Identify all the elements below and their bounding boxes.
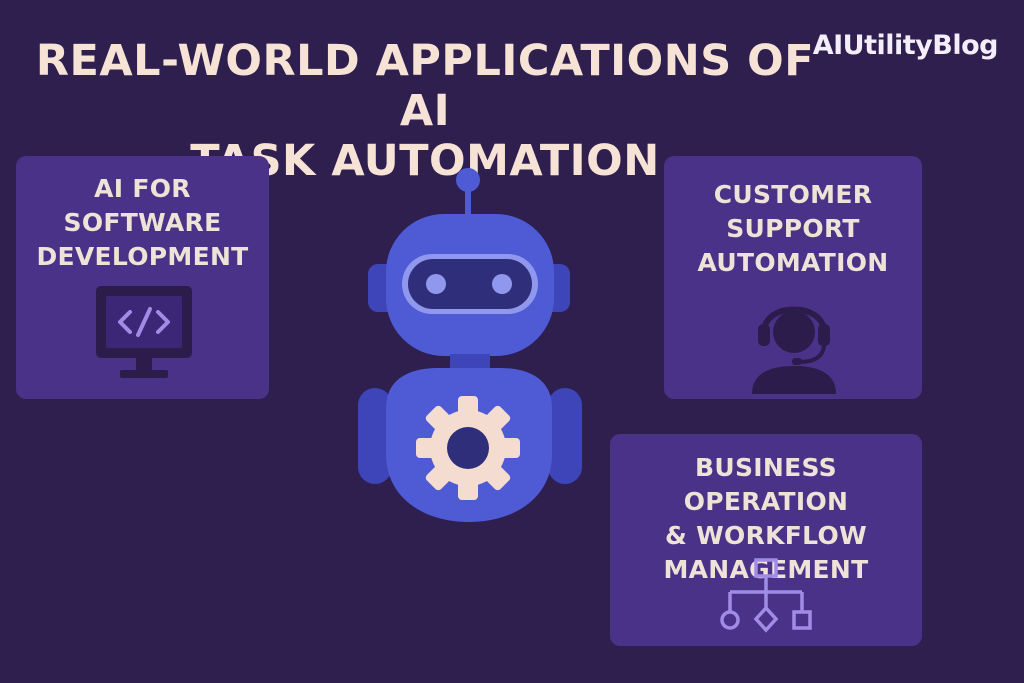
card-support-line-3: AUTOMATION — [697, 248, 889, 277]
card-software-label: AI FOR SOFTWARE DEVELOPMENT — [16, 172, 269, 274]
card-business-line-2: & WORKFLOW — [665, 521, 867, 550]
page-title: REAL-WORLD APPLICATIONS OF AI TASK AUTOM… — [30, 36, 820, 186]
card-support-line-2: SUPPORT — [726, 214, 860, 243]
card-software-line-3: DEVELOPMENT — [36, 242, 249, 271]
card-software-development: AI FOR SOFTWARE DEVELOPMENT — [16, 156, 269, 399]
gear-icon — [416, 396, 520, 500]
robot-icon — [358, 168, 582, 522]
code-monitor-icon — [96, 286, 192, 378]
card-support-label: CUSTOMER SUPPORT AUTOMATION — [664, 178, 922, 280]
card-business-operation: BUSINESS OPERATION & WORKFLOW MANAGEMENT — [610, 434, 922, 646]
headset-agent-icon — [752, 306, 836, 394]
card-business-line-1: BUSINESS OPERATION — [683, 453, 849, 516]
brand-logo-text: AIUtilityBlog — [812, 30, 999, 61]
card-software-line-2: SOFTWARE — [63, 208, 222, 237]
workflow-tree-icon — [720, 558, 812, 633]
card-software-line-1: AI FOR — [94, 174, 191, 203]
title-line-1: REAL-WORLD APPLICATIONS OF AI — [35, 36, 815, 136]
card-support-line-1: CUSTOMER — [713, 180, 873, 209]
card-business-label: BUSINESS OPERATION & WORKFLOW MANAGEMENT — [610, 451, 922, 587]
card-customer-support: CUSTOMER SUPPORT AUTOMATION — [664, 156, 922, 399]
